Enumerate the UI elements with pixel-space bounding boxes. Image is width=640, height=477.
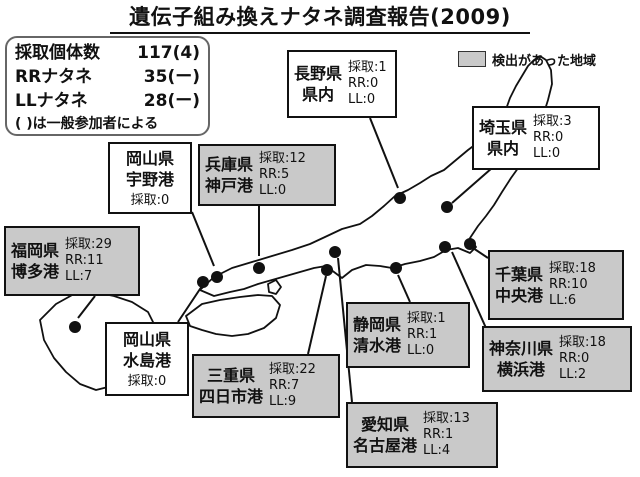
summary-label: LLナタネ <box>15 91 88 111</box>
site-label-shizuoka: 静岡県 清水港 採取:1 RR:1 LL:0 <box>346 302 470 368</box>
point-fukuoka <box>69 321 81 333</box>
connector-fukuoka <box>77 295 96 319</box>
site-name: 岡山県 宇野港 <box>125 148 174 189</box>
connector-okayama-mizushima <box>177 285 203 323</box>
summary-label: RRナタネ <box>15 67 93 87</box>
site-label-hyogo: 兵庫県 神戸港 採取:12 RR:5 LL:0 <box>198 144 336 206</box>
connector-shizuoka <box>397 274 411 303</box>
connector-lines <box>77 117 493 403</box>
summary-row-total: 採取個体数 117(4) <box>15 41 200 65</box>
point-shizuoka <box>390 262 402 274</box>
site-label-mie: 三重県 四日市港 採取:22 RR:7 LL:9 <box>192 354 340 418</box>
point-chiba <box>464 238 476 250</box>
summary-value: 117(4) <box>137 43 200 63</box>
site-stats: 採取:0 <box>127 373 167 389</box>
point-nagano <box>394 192 406 204</box>
connector-saitama <box>451 167 493 204</box>
site-name: 兵庫県 神戸港 <box>205 155 254 195</box>
site-label-okayama-uno: 岡山県 宇野港 採取:0 <box>108 142 192 214</box>
summary-note: ( )は一般参加者による <box>15 116 159 132</box>
site-stats: 採取:12 RR:5 LL:0 <box>259 151 306 198</box>
connector-okayama-uno <box>191 211 215 267</box>
connector-kanagawa <box>451 251 487 329</box>
summary-label: 採取個体数 <box>15 43 100 63</box>
point-aichi <box>329 246 341 258</box>
site-stats: 採取:29 RR:11 LL:7 <box>65 237 112 284</box>
site-stats: 採取:18 RR:0 LL:2 <box>559 335 606 382</box>
summary-row-rr: RRナタネ 35(ー) <box>15 65 200 89</box>
site-name: 岡山県 水島港 <box>122 329 171 370</box>
site-name: 神奈川県 横浜港 <box>489 339 554 379</box>
site-label-fukuoka: 福岡県 博多港 採取:29 RR:11 LL:7 <box>4 226 140 296</box>
site-name: 静岡県 清水港 <box>353 315 402 355</box>
map-title: 遺伝子組み換えナタネ調査報告(2009) <box>110 1 530 34</box>
site-name: 長野県 県内 <box>294 64 343 104</box>
site-label-kanagawa: 神奈川県 横浜港 採取:18 RR:0 LL:2 <box>482 326 632 392</box>
site-name: 三重県 四日市港 <box>199 366 264 406</box>
summary-value: 35(ー) <box>143 67 200 87</box>
site-stats: 採取:3 RR:0 LL:0 <box>533 114 572 161</box>
site-stats: 採取:13 RR:1 LL:4 <box>423 411 470 458</box>
site-name: 埼玉県 県内 <box>479 118 528 158</box>
point-kanagawa <box>439 241 451 253</box>
connector-nagano <box>369 117 399 189</box>
site-stats: 採取:0 <box>130 192 170 208</box>
point-okayama-uno <box>211 271 223 283</box>
site-name: 福岡県 博多港 <box>11 241 60 281</box>
summary-box: 採取個体数 117(4) RRナタネ 35(ー) LLナタネ 28(ー) ( )… <box>5 36 210 136</box>
summary-row-ll: LLナタネ 28(ー) <box>15 89 200 113</box>
survey-points <box>69 192 476 333</box>
site-label-okayama-mizushima: 岡山県 水島港 採取:0 <box>105 322 189 396</box>
site-name: 愛知県 名古屋港 <box>353 415 418 455</box>
map-legend: 検出があった地域 <box>458 50 597 69</box>
site-stats: 採取:1 RR:0 LL:0 <box>348 60 387 107</box>
site-stats: 採取:22 RR:7 LL:9 <box>269 362 316 409</box>
point-mie <box>321 264 333 276</box>
connector-mie <box>307 275 327 355</box>
connector-aichi <box>337 257 353 403</box>
legend-swatch <box>458 51 486 67</box>
site-label-nagano: 長野県 県内 採取:1 RR:0 LL:0 <box>287 50 397 118</box>
site-stats: 採取:18 RR:10 LL:6 <box>549 261 596 308</box>
site-label-aichi: 愛知県 名古屋港 採取:13 RR:1 LL:4 <box>346 402 498 468</box>
site-label-chiba: 千葉県 中央港 採取:18 RR:10 LL:6 <box>488 250 624 320</box>
summary-value: 28(ー) <box>143 91 200 111</box>
shikoku-outline <box>185 294 281 337</box>
site-stats: 採取:1 RR:1 LL:0 <box>407 311 446 358</box>
awaji-outline <box>267 279 282 295</box>
site-label-saitama: 埼玉県 県内 採取:3 RR:0 LL:0 <box>472 106 600 170</box>
point-hyogo <box>253 262 265 274</box>
legend-label: 検出があった地域 <box>492 53 597 69</box>
point-saitama <box>441 201 453 213</box>
point-okayama-mizushima <box>197 276 209 288</box>
site-name: 千葉県 中央港 <box>495 265 544 305</box>
